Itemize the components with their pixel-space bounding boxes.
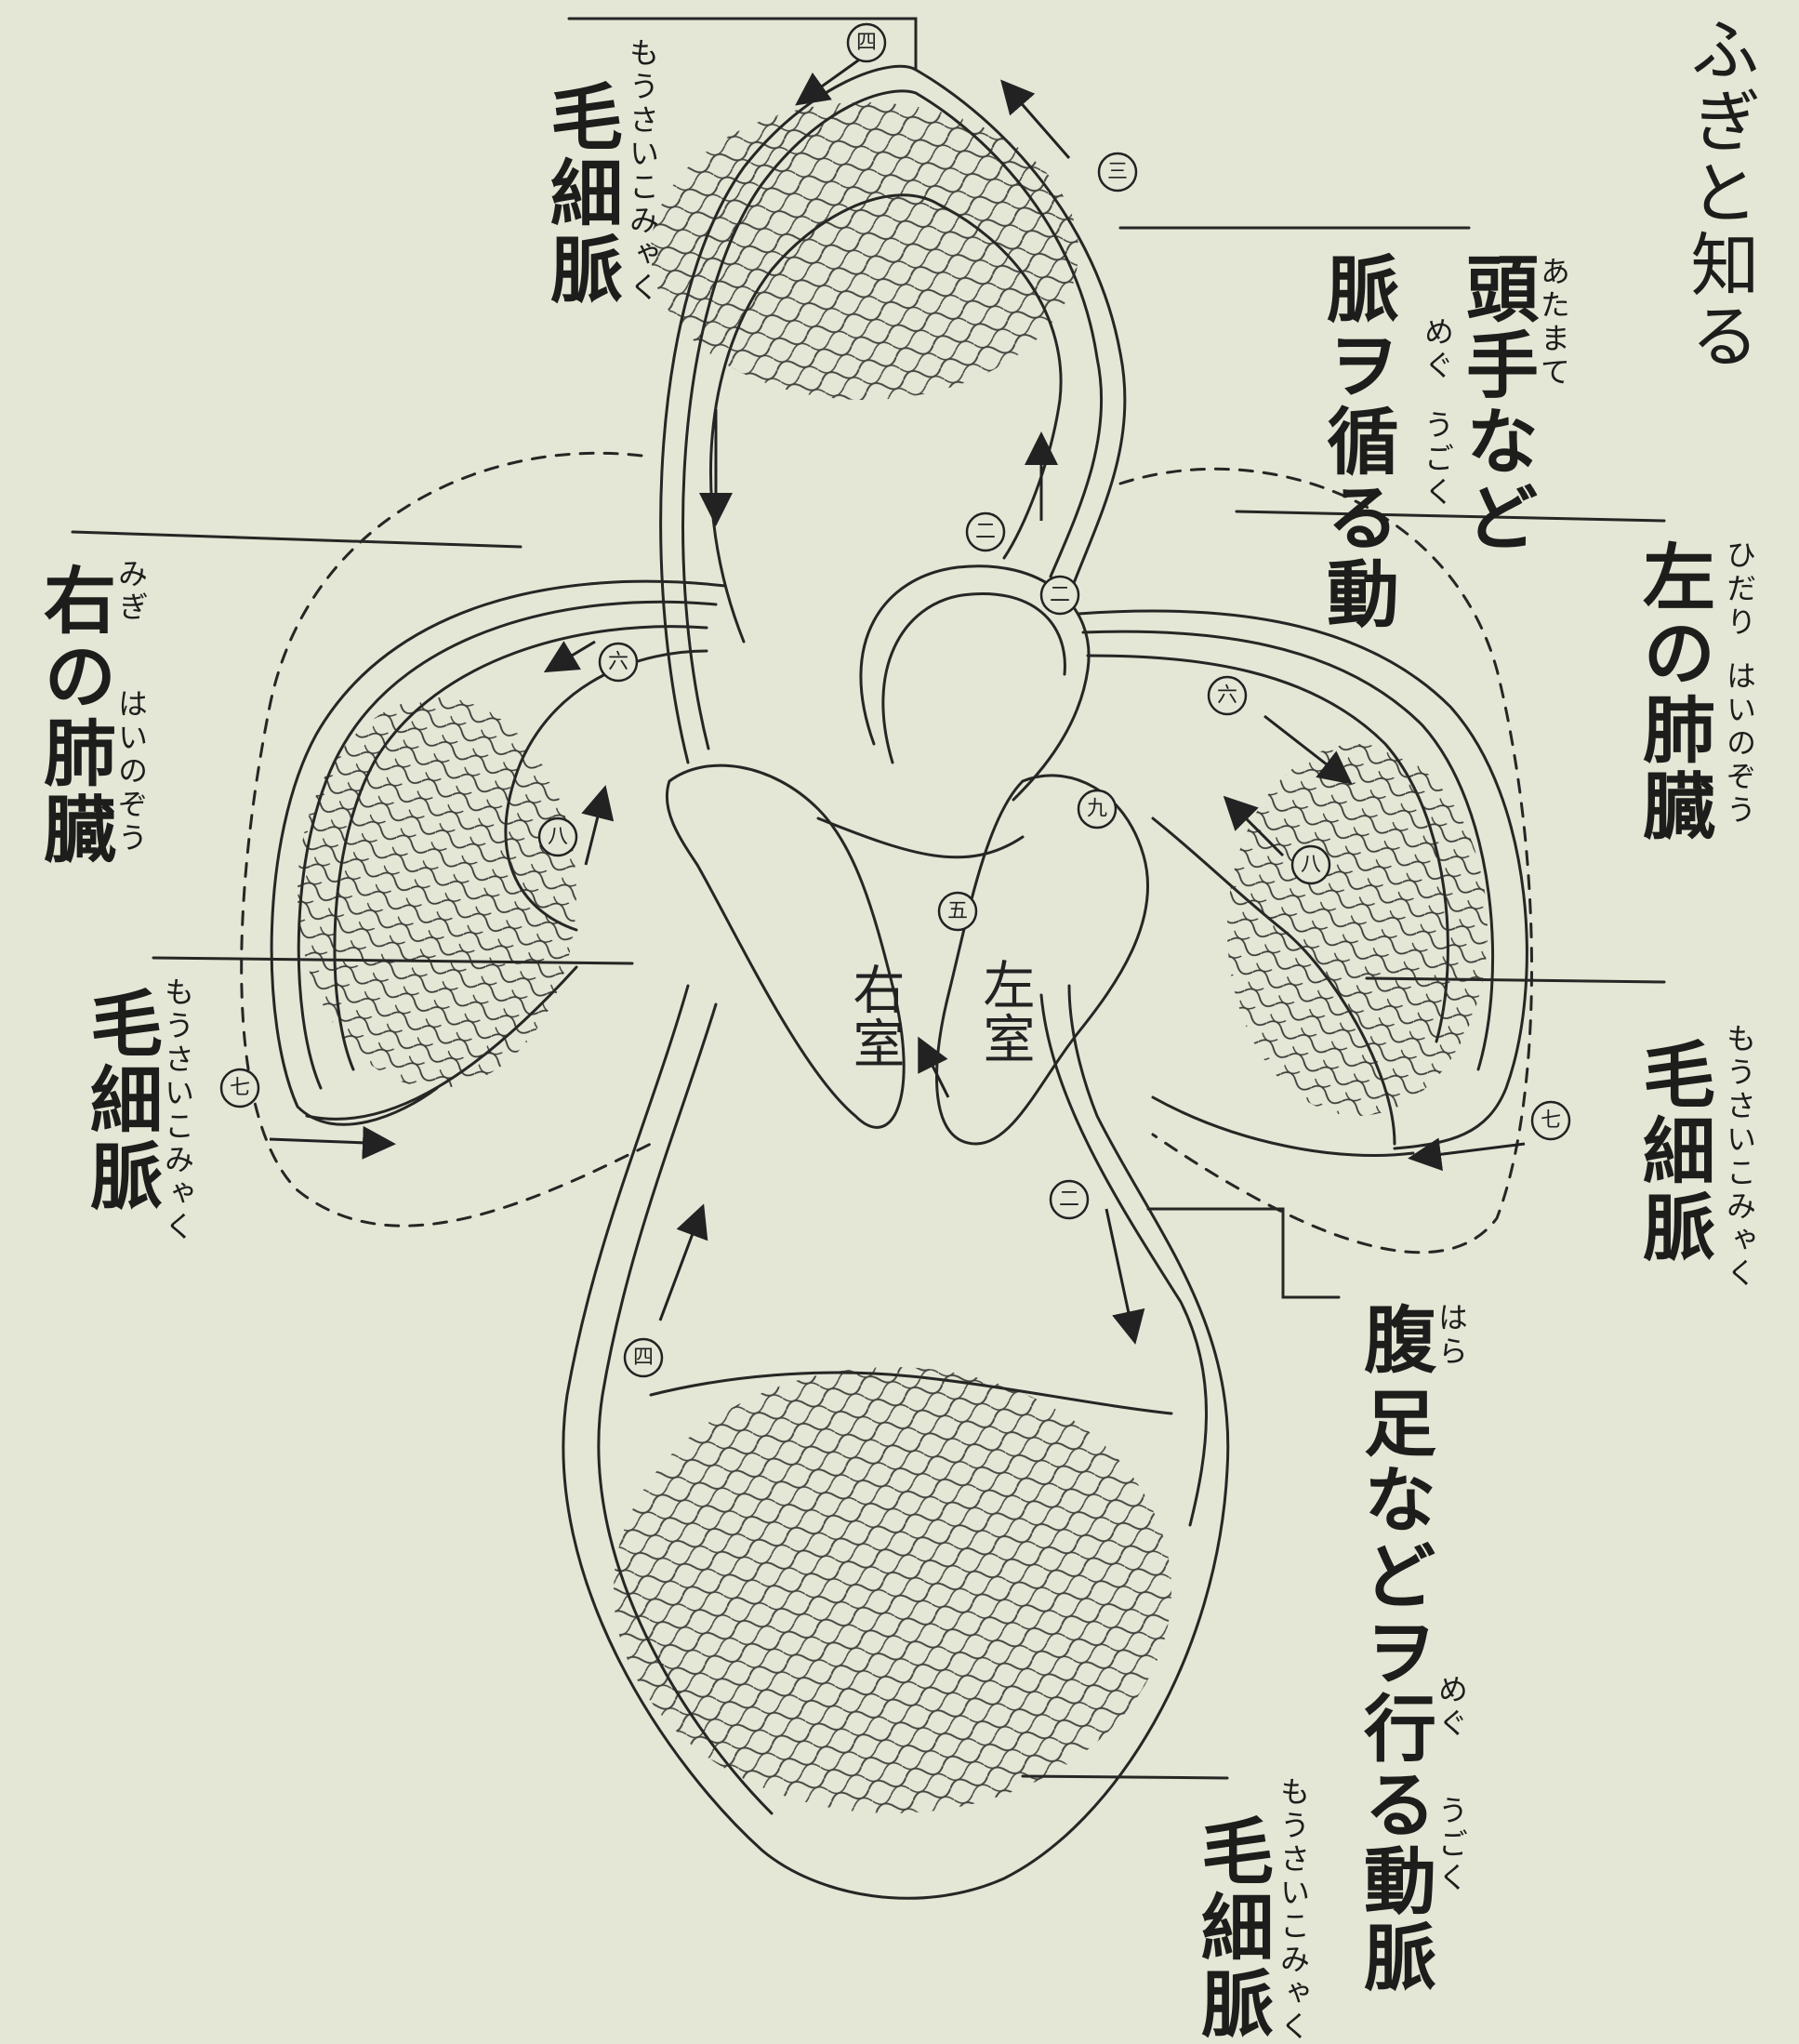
circled-number-marker: 五 (939, 893, 976, 930)
left-lung-furigana-2: はいのぞう (1725, 660, 1754, 828)
marker-numeral: 二 (975, 521, 996, 544)
circled-number-marker: 九 (1078, 790, 1116, 828)
left-ventricle-label: 左室 (967, 958, 1042, 1066)
circled-number-marker: 四 (625, 1339, 662, 1376)
abdomen-leg-label-1: 腹 (1357, 1302, 1430, 1378)
abdomen-leg-label-2: 足などヲ行る動脈 (1357, 1386, 1430, 1996)
head-capillary-bed (651, 102, 1078, 400)
marker-numeral: 九 (1087, 798, 1107, 821)
circled-number-marker: 八 (539, 818, 576, 856)
marker-numeral: 六 (608, 651, 628, 674)
circled-number-marker: 六 (1209, 677, 1246, 714)
capillary-left-label: 毛細脈 (84, 986, 156, 1214)
capillary-top-furigana: もうさいこみゃく (628, 37, 657, 305)
head-arm-label-2: 脈ヲ循る動 (1320, 251, 1393, 632)
flow-arrow (1106, 1209, 1134, 1339)
right-ventricle-label: 右室 (837, 962, 912, 1070)
circled-number-marker: 二 (1051, 1181, 1088, 1218)
marker-numeral: 二 (1050, 584, 1070, 607)
right-lung-furigana-1: みぎ (116, 558, 146, 625)
abdomen-leg-furigana-3: うごく (1436, 1795, 1466, 1895)
flow-arrow (549, 642, 595, 670)
body-capillary-bed (614, 1367, 1171, 1813)
head-arm-furigana-2: めぐ (1422, 316, 1452, 383)
capillary-left-furigana: もうさいこみゃく (163, 976, 192, 1244)
head-arm-furigana-3: うごく (1422, 409, 1452, 510)
marker-numeral: 五 (947, 900, 968, 923)
capillary-right-furigana: もうさいこみゃく (1725, 1023, 1754, 1291)
capillary-bottom-label: 毛細脈 (1195, 1813, 1267, 2042)
head-arm-furigana-1: あたまて (1539, 256, 1568, 390)
abdomen-leg-furigana-2: めぐ (1436, 1674, 1466, 1741)
circled-number-marker: 六 (600, 644, 637, 681)
marker-numeral: 七 (230, 1077, 250, 1100)
left-lung-label: 左の肺臓 (1636, 539, 1709, 844)
capillary-top-label: 毛細脈 (544, 79, 616, 308)
leader-line (1237, 511, 1664, 521)
marker-numeral: 六 (1217, 684, 1237, 708)
flow-arrow (586, 790, 604, 865)
left-lung-furigana-1: ひだり (1725, 539, 1754, 640)
marker-numeral: 八 (548, 826, 568, 849)
flow-arrow (920, 1042, 948, 1097)
heart-outline (667, 765, 904, 1127)
circled-number-marker: 七 (221, 1069, 258, 1107)
flow-arrow (1413, 1144, 1525, 1158)
marker-numeral: 四 (856, 32, 877, 55)
circled-number-marker: 二 (967, 513, 1004, 551)
marker-numeral: 七 (1541, 1109, 1561, 1133)
circled-number-marker: 二 (1041, 577, 1078, 614)
capillary-right-label: 毛細脈 (1636, 1037, 1709, 1266)
marker-numeral: 八 (1301, 854, 1321, 877)
circled-number-marker: 三 (1099, 153, 1136, 191)
capillary-bottom-furigana: もうさいこみゃく (1278, 1776, 1308, 2044)
circled-number-marker: 八 (1292, 846, 1329, 883)
right-lung-label: 右の肺臓 (37, 563, 110, 868)
marker-numeral: 四 (633, 1347, 654, 1370)
head-arm-label-1: 頭手など (1460, 251, 1532, 556)
leader-line (73, 532, 521, 547)
leader-line (1148, 1209, 1339, 1297)
leader-line (1023, 1776, 1227, 1778)
marker-numeral: 二 (1059, 1188, 1079, 1212)
circled-number-marker: 四 (848, 24, 885, 61)
abdomen-leg-furigana-1: はら (1436, 1302, 1466, 1369)
circled-number-marker: 七 (1532, 1102, 1569, 1139)
marker-numeral: 三 (1107, 161, 1128, 184)
right-lung-furigana-2: はいのぞう (116, 688, 146, 856)
flow-arrow (660, 1209, 702, 1321)
flow-arrow (270, 1139, 390, 1144)
top-right-text: ふぎと知る (1685, 14, 1753, 372)
